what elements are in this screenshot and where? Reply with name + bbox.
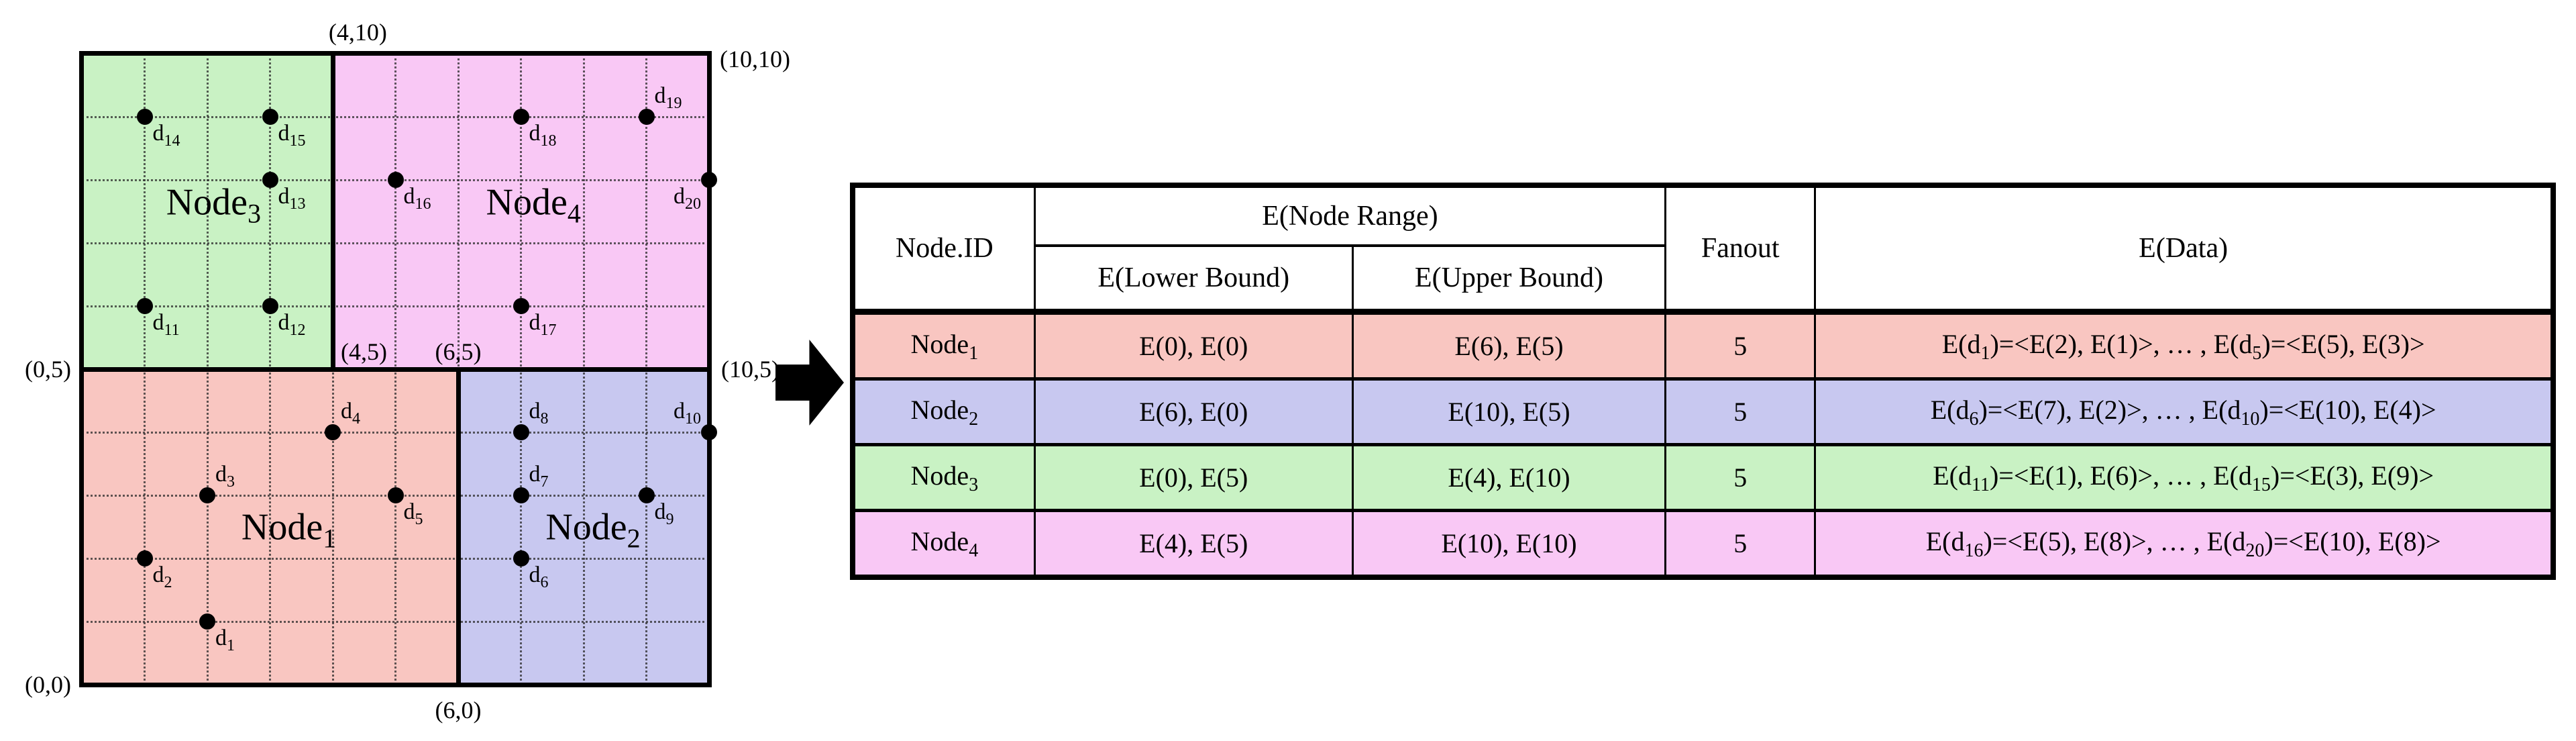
data-point-label: d4 — [341, 399, 360, 428]
data-point-label: d9 — [654, 499, 674, 528]
data-point — [387, 172, 404, 188]
table-header: Node.ID E(Node Range) Fanout E(Data) E(L… — [851, 184, 2555, 313]
cell-edata: E(d16)=<E(5), E(8)>, … , E(d20)=<E(10), … — [1814, 509, 2555, 579]
coordinate-label: (10,5) — [721, 356, 780, 383]
cell-upper-bound: E(6), E(5) — [1351, 309, 1667, 380]
data-point-label: d19 — [654, 83, 682, 112]
data-point — [513, 109, 529, 125]
coordinate-label: (6,0) — [435, 697, 482, 724]
data-point-label: d1 — [215, 626, 235, 654]
arrow-shape — [775, 340, 844, 426]
cell-edata: E(d1)=<E(2), E(1)>, … , E(d5)=<E(5), E(3… — [1814, 309, 2555, 380]
data-point — [513, 424, 529, 440]
data-point — [262, 298, 278, 314]
gridline-horizontal — [82, 305, 709, 307]
col-node-range: E(Node Range) — [1033, 184, 1667, 247]
data-point — [513, 487, 529, 503]
data-point — [199, 487, 215, 503]
data-point-label: d7 — [529, 462, 549, 491]
cell-lower-bound: E(0), E(5) — [1033, 443, 1354, 511]
data-point — [387, 487, 404, 503]
data-point-label: d18 — [529, 121, 557, 150]
data-point — [136, 298, 153, 314]
cell-lower-bound: E(6), E(0) — [1033, 377, 1354, 446]
data-point-label: d14 — [152, 121, 180, 150]
cell-node-id: Node1 — [851, 309, 1036, 380]
data-point — [701, 172, 717, 188]
data-point — [513, 550, 529, 566]
cell-upper-bound: E(10), E(5) — [1351, 377, 1667, 446]
data-point-label: d2 — [152, 562, 172, 591]
coordinate-label: (4,5) — [341, 338, 387, 365]
gridline-horizontal — [82, 242, 709, 244]
encrypted-index-table: Node.ID E(Node Range) Fanout E(Data) E(L… — [850, 183, 2556, 580]
arrow-icon — [775, 340, 844, 426]
data-point-label: d6 — [529, 562, 549, 591]
cell-edata: E(d6)=<E(7), E(2)>, … , E(d10)=<E(10), E… — [1814, 377, 2555, 446]
data-point — [638, 487, 655, 503]
col-lower-bound: E(Lower Bound) — [1033, 244, 1354, 313]
data-point-label: d5 — [403, 499, 423, 528]
col-upper-bound: E(Upper Bound) — [1351, 244, 1667, 313]
data-point-label: d17 — [529, 310, 557, 339]
cell-fanout: 5 — [1664, 509, 1817, 579]
data-point — [638, 109, 655, 125]
cell-node-id: Node3 — [851, 443, 1036, 511]
data-point-label: d3 — [215, 462, 235, 491]
cell-lower-bound: E(4), E(5) — [1033, 509, 1354, 579]
data-point — [136, 109, 153, 125]
partition-line-vertical — [455, 369, 461, 685]
region-label-node1: Node1 — [241, 506, 337, 554]
cell-fanout: 5 — [1664, 443, 1817, 511]
col-node-id: Node.ID — [851, 184, 1036, 313]
cell-upper-bound: E(10), E(10) — [1351, 509, 1667, 579]
region-label-node3: Node3 — [166, 181, 261, 229]
data-point-label: d16 — [403, 184, 431, 213]
data-point — [701, 424, 717, 440]
data-point — [513, 298, 529, 314]
data-point-label: d13 — [278, 184, 306, 213]
coordinate-label: (10,10) — [720, 46, 790, 72]
col-fanout: Fanout — [1664, 184, 1817, 313]
data-point — [262, 109, 278, 125]
data-point-label: d15 — [278, 121, 306, 150]
coordinate-label: (0,5) — [25, 356, 71, 383]
data-point-label: d11 — [152, 310, 180, 339]
cell-upper-bound: E(4), E(10) — [1351, 443, 1667, 511]
col-edata: E(Data) — [1814, 184, 2555, 313]
data-point — [262, 172, 278, 188]
partition-line-vertical — [330, 54, 335, 369]
cell-fanout: 5 — [1664, 309, 1817, 380]
data-point — [136, 550, 153, 566]
data-point-label: d10 — [674, 399, 701, 428]
coordinate-label: (0,0) — [25, 671, 71, 698]
coordinate-label: (4,10) — [328, 19, 387, 46]
data-point-label: d12 — [278, 310, 306, 339]
cell-edata: E(d11)=<E(1), E(6)>, … , E(d15)=<E(3), E… — [1814, 443, 2555, 511]
data-point — [199, 613, 215, 630]
data-point — [325, 424, 341, 440]
cell-lower-bound: E(0), E(0) — [1033, 309, 1354, 380]
cell-node-id: Node4 — [851, 509, 1036, 579]
gridline-horizontal — [82, 115, 709, 118]
cell-node-id: Node2 — [851, 377, 1036, 446]
region-label-node4: Node4 — [486, 181, 581, 229]
data-point-label: d8 — [529, 399, 549, 428]
region-label-node2: Node2 — [545, 506, 641, 554]
data-point-label: d20 — [674, 184, 701, 213]
partition-line-horizontal — [82, 366, 709, 372]
coordinate-label: (6,5) — [435, 338, 482, 365]
cell-fanout: 5 — [1664, 377, 1817, 446]
